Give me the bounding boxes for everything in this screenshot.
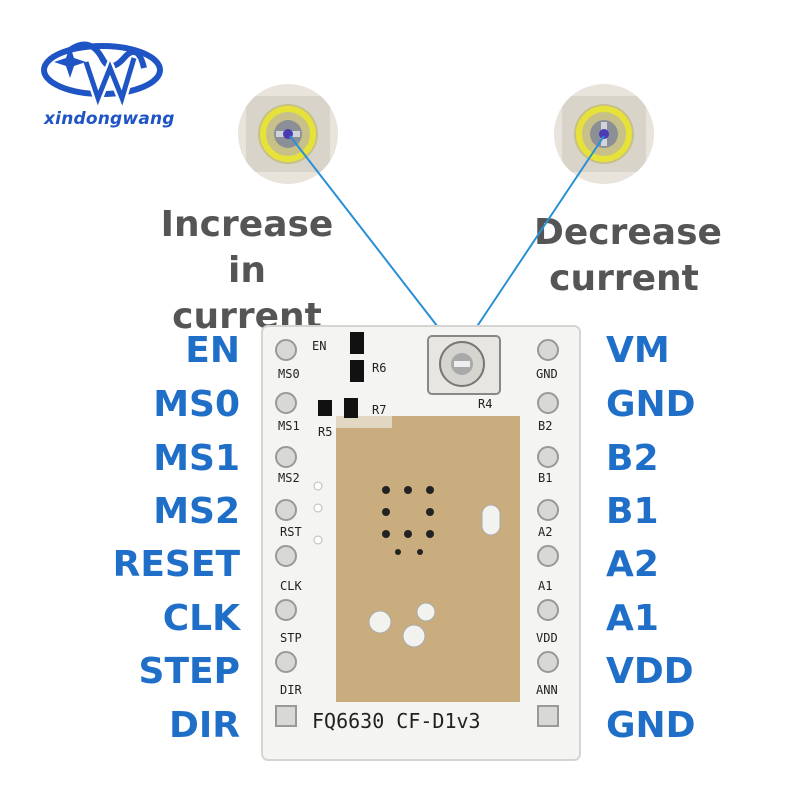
decrease-current-caption: Decrease current xyxy=(534,210,722,302)
silk-left-1: MS1 xyxy=(278,419,300,433)
potentiometer-closeup-right xyxy=(554,84,654,184)
increase-current-caption: Increase in current xyxy=(142,202,352,340)
silk-right-3: A2 xyxy=(538,525,552,539)
pin-label-gnd-top: GND xyxy=(606,384,696,425)
increase-caption-line1: Increase in xyxy=(160,204,334,291)
pin-label-a1: A1 xyxy=(606,598,659,639)
pin-label-ms1: MS1 xyxy=(153,438,240,479)
pin-label-b1: B1 xyxy=(606,491,659,532)
decrease-caption-line2: current xyxy=(549,258,699,299)
pin-label-reset: RESET xyxy=(112,544,240,585)
silk-r6: R6 xyxy=(372,361,386,375)
silk-right-1: B2 xyxy=(538,419,552,433)
board-model-text: FQ6630 CF-D1v3 xyxy=(312,709,481,733)
swirl-logo-icon xyxy=(41,41,163,110)
pin-label-b2: B2 xyxy=(606,438,659,479)
silk-right-0: GND xyxy=(536,367,558,381)
silk-left-6: DIR xyxy=(280,683,302,697)
silk-left-3: RST xyxy=(280,525,302,539)
silk-left-5: STP xyxy=(280,631,302,645)
pin-label-dir: DIR xyxy=(169,705,240,746)
silk-right-5: VDD xyxy=(536,631,558,645)
silk-r7: R7 xyxy=(372,403,386,417)
silk-left-0: MS0 xyxy=(278,367,300,381)
silk-right-2: B1 xyxy=(538,471,552,485)
pin-label-gnd-bottom: GND xyxy=(606,705,696,746)
right-pin-row xyxy=(537,339,559,727)
silk-left-2: MS2 xyxy=(278,471,300,485)
pin-label-step: STEP xyxy=(138,651,240,692)
pin-label-clk: CLK xyxy=(162,598,240,639)
silk-r4: R4 xyxy=(478,397,492,411)
pin-label-ms0: MS0 xyxy=(153,384,240,425)
silk-left-4: CLK xyxy=(280,579,302,593)
logo-text: xindongwang xyxy=(44,109,175,129)
left-pin-row xyxy=(275,339,297,727)
pin-label-a2: A2 xyxy=(606,544,659,585)
decrease-caption-line1: Decrease xyxy=(534,212,722,253)
pointer-line-left xyxy=(289,135,449,341)
pointer-line-right xyxy=(467,135,605,341)
potentiometer-closeup-left xyxy=(238,84,338,184)
pin-label-vm: VM xyxy=(606,330,670,371)
pin-label-vdd: VDD xyxy=(606,651,694,692)
pin-label-ms2: MS2 xyxy=(153,491,240,532)
heatsink-pad xyxy=(336,416,520,702)
silk-right-4: A1 xyxy=(538,579,552,593)
silk-right-6: ANN xyxy=(536,683,558,697)
pin-label-en: EN xyxy=(185,330,240,371)
silk-en: EN xyxy=(312,339,326,353)
silk-r5: R5 xyxy=(318,425,332,439)
